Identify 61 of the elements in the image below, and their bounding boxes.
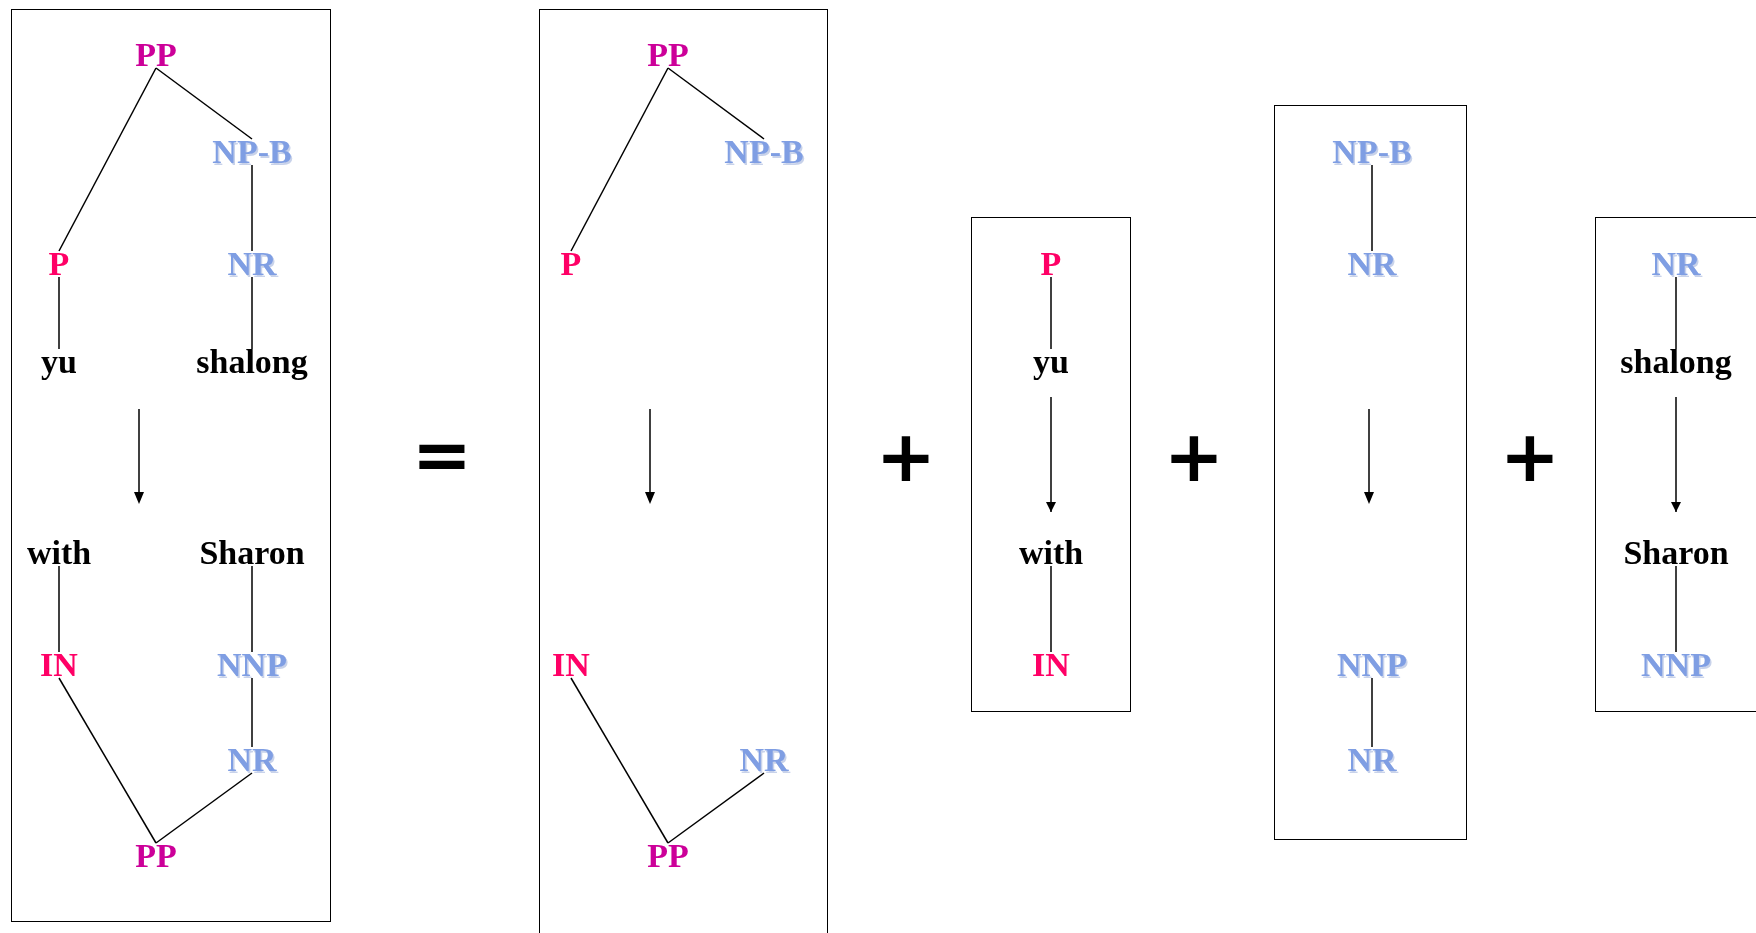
tree-frame bbox=[1595, 217, 1756, 712]
tree-label: IN bbox=[552, 648, 590, 682]
tree-branch-line bbox=[58, 67, 157, 252]
tree-label: NP-B bbox=[1332, 135, 1412, 169]
tree-label: P bbox=[1040, 247, 1062, 281]
tree-label: P bbox=[560, 247, 582, 281]
tree-label: Sharon bbox=[199, 536, 305, 570]
tree-label: NR bbox=[227, 247, 277, 281]
tree-label: PP bbox=[647, 839, 689, 873]
tree-label: yu bbox=[41, 345, 77, 379]
tree-branch-line bbox=[1675, 276, 1677, 350]
tree-label: NR bbox=[739, 743, 789, 777]
tree-label: NNP bbox=[217, 648, 287, 682]
tree-label: IN bbox=[40, 648, 78, 682]
tree-branch-line bbox=[251, 565, 253, 653]
operator-sign: + bbox=[1499, 420, 1561, 492]
tree-branch-line bbox=[667, 772, 765, 844]
tree-label: IN bbox=[1032, 648, 1070, 682]
tree-label: PP bbox=[647, 38, 689, 72]
tree-branch-line bbox=[1371, 164, 1373, 252]
tree-label: P bbox=[48, 247, 70, 281]
tree-branch-line bbox=[1675, 565, 1677, 653]
operator-sign: = bbox=[411, 418, 473, 490]
operator-sign: + bbox=[1163, 420, 1225, 492]
tree-frame bbox=[971, 217, 1131, 712]
tree-branch-line bbox=[251, 276, 253, 350]
tree-label: shalong bbox=[1620, 345, 1732, 379]
tree-label: PP bbox=[135, 38, 177, 72]
tree-branch-line bbox=[1050, 276, 1052, 350]
tree-branch-line bbox=[58, 276, 60, 350]
tree-label: yu bbox=[1033, 345, 1069, 379]
tree-frame bbox=[1274, 105, 1467, 840]
tree-branch-line bbox=[251, 164, 253, 252]
tree-branch-line bbox=[570, 677, 669, 844]
tree-branch-line bbox=[1371, 677, 1373, 748]
tree-branch-line bbox=[155, 772, 253, 844]
arrow bbox=[1046, 396, 1056, 513]
tree-frame bbox=[11, 9, 331, 922]
tree-label: PP bbox=[135, 839, 177, 873]
tree-label: NNP bbox=[1337, 648, 1407, 682]
tree-branch-line bbox=[58, 565, 60, 653]
tree-label: NR bbox=[1347, 247, 1397, 281]
tree-label: with bbox=[1018, 536, 1084, 570]
tree-branch-line bbox=[570, 67, 669, 252]
tree-branch-line bbox=[58, 677, 157, 844]
tree-label: NR bbox=[227, 743, 277, 777]
tree-branch-line bbox=[251, 677, 253, 748]
tree-label: NR bbox=[1347, 743, 1397, 777]
tree-label: Sharon bbox=[1623, 536, 1729, 570]
tree-label: NP-B bbox=[212, 135, 292, 169]
tree-branch-line bbox=[667, 67, 765, 140]
arrow bbox=[1671, 396, 1681, 513]
tree-label: NR bbox=[1651, 247, 1701, 281]
tree-label: shalong bbox=[196, 345, 308, 379]
tree-label: with bbox=[26, 536, 92, 570]
tree-label: NNP bbox=[1641, 648, 1711, 682]
tree-frame bbox=[539, 9, 828, 933]
tree-label: NP-B bbox=[724, 135, 804, 169]
operator-sign: + bbox=[875, 420, 937, 492]
tree-branch-line bbox=[1050, 565, 1052, 653]
tree-branch-line bbox=[155, 67, 253, 140]
